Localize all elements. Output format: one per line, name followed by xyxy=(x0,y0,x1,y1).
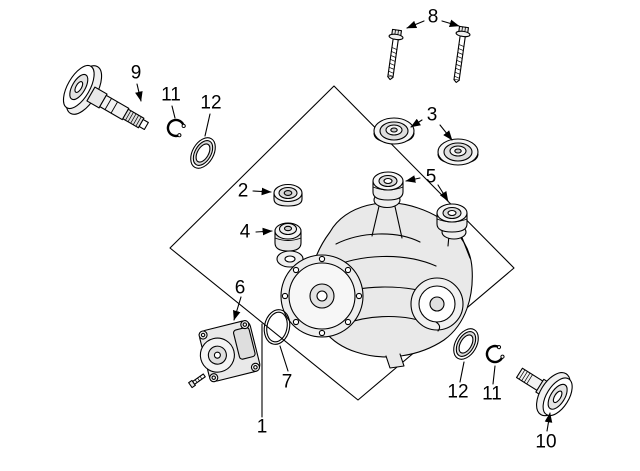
callout-12-left[interactable]: 12 xyxy=(200,92,222,114)
callout-7[interactable]: 7 xyxy=(281,371,293,393)
upper-mount-rear xyxy=(437,138,479,166)
callout-6[interactable]: 6 xyxy=(234,277,246,299)
upper-mount-front xyxy=(373,117,415,145)
callout-4[interactable]: 4 xyxy=(239,221,251,243)
right-snap-ring xyxy=(485,344,505,364)
lower-mount-rear xyxy=(436,203,468,233)
callout-3[interactable]: 3 xyxy=(426,104,438,126)
left-snap-ring xyxy=(166,118,186,138)
callout-1[interactable]: 1 xyxy=(256,416,268,438)
callout-8[interactable]: 8 xyxy=(427,6,439,28)
callout-9[interactable]: 9 xyxy=(130,62,142,84)
front-lower-bushing xyxy=(274,222,302,252)
callout-2[interactable]: 2 xyxy=(237,180,249,202)
mounting-bolt-left xyxy=(387,28,404,81)
right-stub-axle-flange xyxy=(516,367,573,417)
callout-11-right[interactable]: 11 xyxy=(482,383,502,405)
cover-bolt-heads xyxy=(281,255,363,337)
left-stub-axle xyxy=(62,64,149,131)
callout-10[interactable]: 10 xyxy=(535,431,557,453)
pump-mounting-screw xyxy=(188,373,206,389)
left-shaft-seal xyxy=(190,137,216,169)
control-pump-unit xyxy=(198,320,261,383)
right-shaft-seal xyxy=(453,328,479,360)
callout-12-right[interactable]: 12 xyxy=(447,381,469,403)
callout-11-left[interactable]: 11 xyxy=(161,84,181,106)
o-ring xyxy=(263,309,291,345)
differential-housing xyxy=(276,191,473,369)
front-upper-bushing xyxy=(273,183,303,207)
leader-lines xyxy=(135,19,553,432)
mounting-bolt-right xyxy=(453,25,471,84)
callout-5[interactable]: 5 xyxy=(425,166,437,188)
lower-mount-front xyxy=(372,171,404,201)
